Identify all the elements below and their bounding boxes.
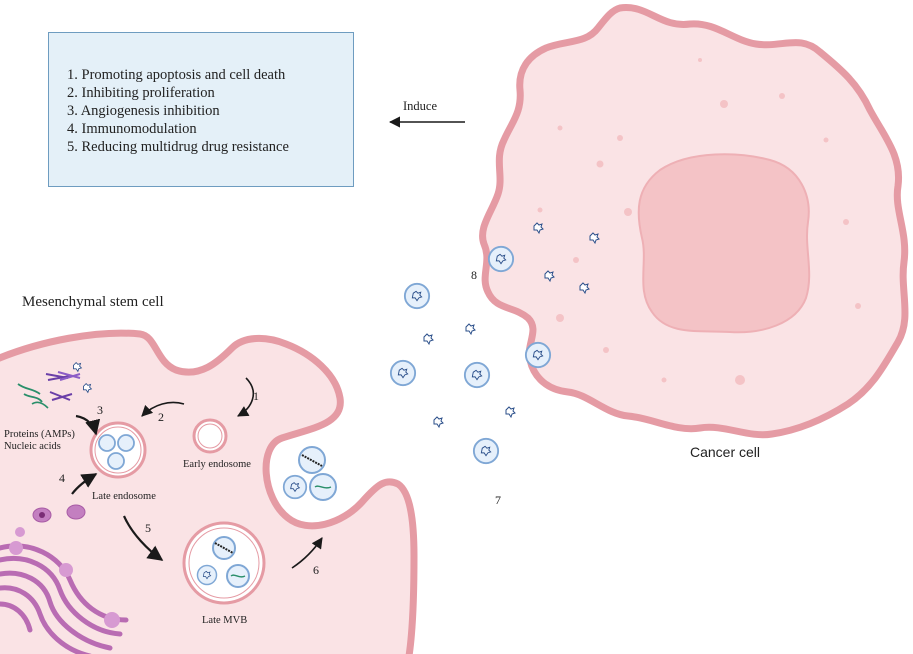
nucleic-acids-label: Nucleic acids <box>4 441 61 452</box>
effects-box: 1. Promoting apoptosis and cell death 2.… <box>48 32 354 187</box>
step-2-label: 2 <box>158 410 164 424</box>
step-6-label: 6 <box>313 563 319 577</box>
step-1-arrow <box>237 377 255 417</box>
step-1-label: 1 <box>253 389 259 403</box>
step-8-label: 8 <box>471 268 477 282</box>
vesicle <box>104 612 120 628</box>
effect-item: 4. Immunomodulation <box>67 121 197 137</box>
step-3-label: 3 <box>97 403 103 417</box>
process-arrows <box>71 377 323 569</box>
effect-item: 5. Reducing multidrug drug resistance <box>67 139 289 155</box>
early-endosome-label: Early endosome <box>183 459 251 470</box>
late-mvb-label: Late MVB <box>202 615 248 626</box>
protein-icon <box>423 333 434 345</box>
induce-label: Induce <box>403 99 438 113</box>
cancer-cell-nucleus <box>637 153 811 334</box>
step-3-arrow <box>75 414 101 436</box>
effect-item: 2. Inhibiting proliferation <box>67 85 215 101</box>
releasing-exosomes <box>282 446 337 501</box>
effect-item: 3. Angiogenesis inhibition <box>67 103 220 119</box>
cancer-cell-granules <box>537 58 861 385</box>
golgi-apparatus <box>0 543 129 654</box>
step-4-arrow <box>71 473 98 495</box>
protein-icon <box>433 416 444 428</box>
vesicle <box>59 563 73 577</box>
vesicle <box>9 541 23 555</box>
step-6-arrow <box>291 537 323 569</box>
vesicle <box>15 527 25 537</box>
step-4-label: 4 <box>59 471 65 485</box>
exosome-icon <box>463 361 491 389</box>
step-7-label: 7 <box>495 493 501 507</box>
protein-icon <box>465 323 476 335</box>
cancer-cell <box>479 4 909 439</box>
exosome-icon <box>389 359 417 387</box>
protein-icon <box>505 406 516 418</box>
exosome-icon <box>282 474 308 500</box>
effects-list: 1. Promoting apoptosis and cell death 2.… <box>67 66 353 156</box>
exosome-icon <box>196 564 218 586</box>
step-2-arrow <box>141 401 185 417</box>
late-mvb <box>182 521 266 605</box>
step-5-label: 5 <box>145 521 151 535</box>
msc-membrane <box>0 329 418 654</box>
early-endosome <box>192 418 228 454</box>
effect-item: 1. Promoting apoptosis and cell death <box>67 67 286 83</box>
msc-title: Mesenchymal stem cell <box>22 294 164 310</box>
late-endosome <box>89 421 147 479</box>
cargo-cluster <box>17 371 81 409</box>
late-endosome-label: Late endosome <box>92 491 156 502</box>
proteins-label: Proteins (AMPs) <box>4 429 75 440</box>
cancer-cell-label: Cancer cell <box>690 444 761 460</box>
vesicle <box>66 504 86 520</box>
step-5-arrow <box>122 515 164 561</box>
exosome-icon <box>524 341 552 369</box>
exosome-icon <box>487 245 515 273</box>
mesenchymal-stem-cell <box>0 329 418 654</box>
exosome-icon <box>403 282 431 310</box>
exosome-icon <box>472 437 500 465</box>
